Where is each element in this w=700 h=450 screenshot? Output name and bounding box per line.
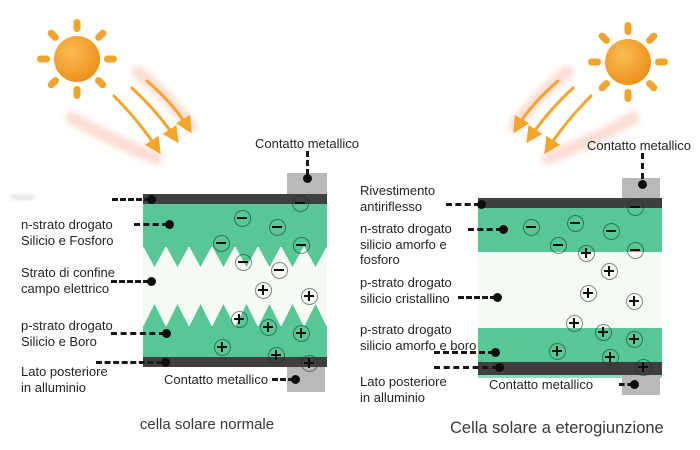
label-p-amorphous-right: p-strato drogato silicio amorfo e boro [360, 322, 477, 353]
electron-symbol [522, 218, 540, 236]
hole-symbol [565, 314, 583, 332]
hole-symbol [254, 281, 272, 299]
hole-symbol [579, 284, 597, 302]
pointer-dot [630, 380, 639, 389]
right-bottom-green-strip [478, 375, 662, 378]
pointer-line [446, 203, 480, 206]
hole-symbol [625, 330, 643, 348]
electron-symbol [268, 218, 286, 236]
hole-symbol [548, 342, 566, 360]
hole-symbol [634, 358, 652, 376]
label-contact-top-left: Contatto metallico [254, 136, 360, 151]
electron-symbol [626, 241, 644, 259]
electron-symbol [292, 236, 310, 254]
hole-symbol [577, 244, 595, 262]
hole-symbol [213, 338, 231, 356]
right-antireflective-layer [478, 198, 662, 208]
hole-symbol [267, 346, 285, 364]
left-top-dark-layer [143, 194, 327, 204]
electron-symbol [626, 198, 644, 216]
hole-symbol [292, 324, 310, 342]
electron-symbol [212, 234, 230, 252]
label-antireflective-right: Rivestimento antiriflesso [360, 183, 436, 214]
pointer-line [434, 366, 498, 369]
faded-mark [10, 194, 34, 200]
pointer-line [272, 378, 294, 381]
pointer-line [111, 332, 165, 335]
pointer-dot [147, 277, 156, 286]
label-n-layer-left: n-strato drogato Silicio e Fosforo [21, 217, 114, 248]
pointer-dot [165, 220, 174, 229]
label-contact-top-right: Contatto metallico [586, 138, 692, 153]
pointer-dot [477, 200, 486, 209]
sun-icon [588, 22, 668, 102]
pointer-line [458, 296, 496, 299]
pointer-dot [291, 375, 300, 384]
pointer-dot [495, 363, 504, 372]
pointer-dot [491, 348, 500, 357]
electron-symbol [549, 236, 567, 254]
hole-symbol [601, 348, 619, 366]
electron-symbol [566, 214, 584, 232]
hole-symbol [625, 292, 643, 310]
caption-left-cell: cella solare normale [139, 416, 275, 433]
pointer-dot [147, 195, 156, 204]
label-p-crystalline-right: p-strato drogato silicio cristallino [360, 275, 452, 306]
pointer-dot [162, 329, 171, 338]
left-top-metal-contact [287, 173, 327, 195]
hole-symbol [230, 310, 248, 328]
label-n-layer-right: n-strato drogato silicio amorfo e fosfor… [360, 221, 452, 267]
pointer-line [434, 351, 494, 354]
electron-symbol [602, 222, 620, 240]
pointer-dot [493, 293, 502, 302]
hole-symbol [259, 318, 277, 336]
electron-symbol [233, 209, 251, 227]
sun-icon [37, 19, 117, 99]
pointer-line [468, 228, 502, 231]
pointer-line [111, 280, 149, 283]
pointer-line [134, 223, 168, 226]
right-bottom-dark-layer [478, 362, 662, 375]
pointer-dot [161, 358, 170, 367]
hole-symbol [300, 287, 318, 305]
label-back-left: Lato posteriore in alluminio [21, 364, 108, 395]
pointer-dot [499, 225, 508, 234]
left-p-layer-zigzag [143, 304, 327, 327]
pointer-line [641, 153, 644, 179]
left-bottom-dark-layer [143, 357, 327, 367]
label-contact-bottom-left: Contatto metallico [164, 372, 269, 387]
label-p-layer-left: p-strato drogato Silicio e Boro [21, 318, 113, 349]
caption-right-cell: Cella solare a eterogiunzione [450, 419, 664, 437]
pointer-line [112, 198, 150, 201]
hole-symbol [300, 354, 318, 372]
pointer-line [96, 361, 162, 364]
pointer-dot [303, 174, 312, 183]
electron-symbol [234, 253, 252, 271]
pointer-line [306, 151, 309, 175]
pointer-dot [638, 180, 647, 189]
label-boundary-left: Strato di confine campo elettrico [21, 265, 115, 296]
hole-symbol [594, 323, 612, 341]
pointer-line [619, 383, 633, 386]
electron-symbol [291, 194, 309, 212]
hole-symbol [600, 262, 618, 280]
electron-symbol [270, 261, 288, 279]
label-back-right: Lato posteriore in alluminio [360, 374, 447, 405]
label-contact-bottom-right: Contatto metallico [489, 377, 594, 392]
